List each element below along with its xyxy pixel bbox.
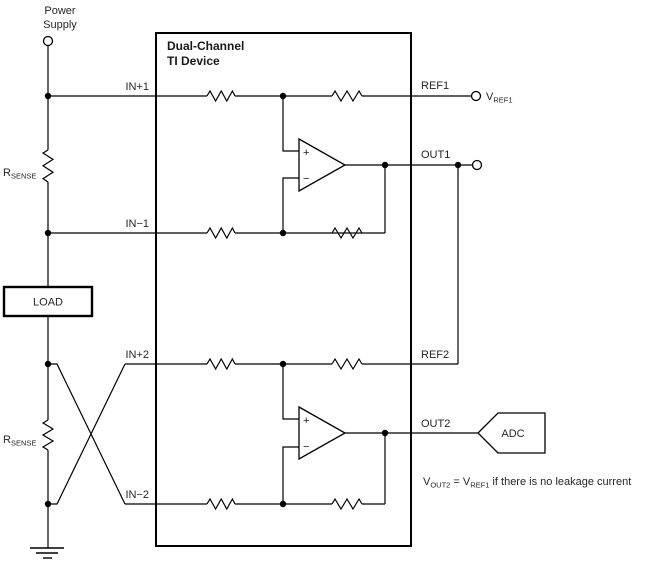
junction-dot <box>279 92 287 100</box>
wires <box>47 45 478 548</box>
opamp-1-triangle <box>298 137 347 193</box>
junction-dot <box>381 161 389 169</box>
opamp-2-plus-sign: + <box>303 415 309 427</box>
pin-label-in-minus-2: IN−2 <box>125 489 149 501</box>
resistor-in-minus1-input <box>206 226 236 240</box>
power-supply: Power Supply <box>42 5 77 47</box>
ground-symbol <box>30 547 64 559</box>
pin-label-out1: OUT1 <box>421 149 450 161</box>
opamp-2-minus-sign: − <box>303 441 309 453</box>
junction-dot <box>279 500 287 508</box>
rsense-1-symbol <box>41 149 55 183</box>
pin-label-in-minus-1: IN−1 <box>125 218 149 230</box>
rsense-2-symbol <box>41 419 55 451</box>
load-box: LOAD <box>2 285 94 318</box>
adc-outline <box>477 412 546 454</box>
vref1-label: VREF1 <box>486 91 513 105</box>
junction-dot <box>44 229 52 237</box>
junction-dot <box>44 360 52 368</box>
device-title-line1: Dual-Channel <box>167 39 244 53</box>
pin-label-ref1: REF1 <box>421 80 449 92</box>
note-text: VOUT2 = VREF1 if there is no leakage cur… <box>423 476 631 490</box>
vref1-terminal-circle <box>470 90 482 102</box>
power-supply-label-line1: Power <box>44 5 76 17</box>
resistor-ref2-feedback <box>331 357 363 371</box>
pin-label-ref2: REF2 <box>421 349 449 361</box>
device-title-line2: TI Device <box>167 54 220 68</box>
out1-terminal-circle <box>471 159 483 171</box>
opamp-1-plus-sign: + <box>303 147 309 159</box>
junction-dot <box>454 161 462 169</box>
pin-label-in-plus-2: IN+2 <box>125 349 149 361</box>
rsense-1: RSENSE <box>3 149 55 183</box>
pin-label-out2: OUT2 <box>421 418 450 430</box>
junction-dot <box>44 92 52 100</box>
resistor-in1-input <box>206 89 236 103</box>
power-supply-label-line2: Supply <box>43 19 77 31</box>
opamp-1-minus-sign: − <box>303 173 309 185</box>
adc-block: ADC <box>477 412 546 454</box>
power-supply-terminal <box>42 35 54 47</box>
resistor-in-minus2-input <box>206 497 236 511</box>
vref1-terminal: VREF1 <box>470 90 513 105</box>
junction-dot <box>279 360 287 368</box>
device-box <box>155 32 412 547</box>
opamp-1: + − <box>298 137 347 193</box>
junction-dot <box>44 500 52 508</box>
rsense-2: RSENSE <box>3 419 55 451</box>
rsense-1-label: RSENSE <box>3 167 36 181</box>
resistor-out2-feedback <box>331 497 363 511</box>
load-label: LOAD <box>33 297 63 309</box>
resistor-out1-feedback <box>331 226 363 240</box>
adc-label: ADC <box>501 428 524 440</box>
junction-dot <box>381 429 389 437</box>
load-box-outline <box>2 285 94 318</box>
opamp-2: + − <box>298 405 347 461</box>
opamp-2-triangle <box>298 405 347 461</box>
rsense-2-label: RSENSE <box>3 434 36 448</box>
resistor-ref1-feedback <box>331 89 363 103</box>
junction-dot <box>279 229 287 237</box>
pin-label-in-plus-1: IN+1 <box>125 81 149 93</box>
resistor-in2-input <box>206 357 236 371</box>
junction-dots <box>44 92 462 508</box>
